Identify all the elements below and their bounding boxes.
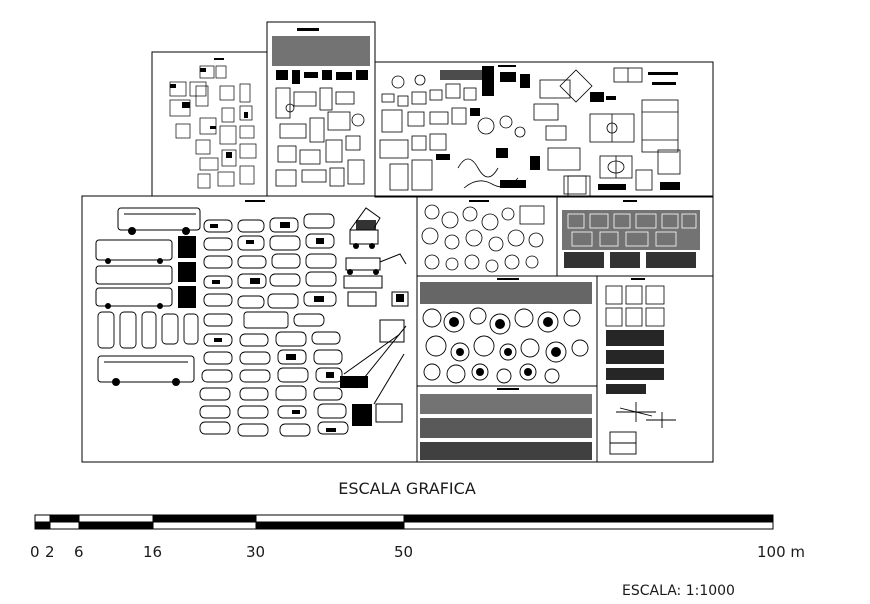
scale-segment — [152, 521, 257, 530]
cars-fill — [210, 222, 372, 432]
scale-tick-labels: 0 2 6 16 30 50 100 m — [30, 543, 805, 561]
scale-tick-label: 16 — [143, 543, 162, 561]
kitchen-units — [562, 210, 700, 268]
table-sets — [421, 204, 545, 273]
sheet-frames — [81, 21, 714, 463]
trees-dense — [420, 282, 592, 304]
scale-segment — [49, 521, 80, 530]
scale-segment — [255, 514, 405, 523]
furniture-fill — [436, 66, 540, 188]
scale-tick-label: 2 — [45, 543, 55, 561]
tree-symbols — [422, 307, 589, 384]
pickups-topview — [97, 311, 199, 349]
machine-fill — [347, 220, 404, 302]
furniture-top-outlines — [275, 87, 365, 187]
frame-houses — [151, 51, 268, 197]
scale-title: ESCALA GRAFICA — [338, 479, 476, 498]
people-silhouettes — [420, 394, 592, 460]
scale-tick-label: 50 — [394, 543, 413, 561]
scale-segment — [255, 521, 405, 530]
scale-segment — [78, 514, 154, 523]
construction-machines — [343, 207, 409, 423]
scale-tick-label: 30 — [246, 543, 265, 561]
scale-tick-label: 6 — [74, 543, 84, 561]
frame-doors-windows — [596, 275, 714, 463]
cars-grid — [199, 213, 349, 437]
window-fill — [606, 330, 664, 394]
scale-tick-label: 0 — [30, 543, 40, 561]
scale-bar — [34, 514, 774, 530]
scale-ratio-note: ESCALA: 1:1000 — [622, 583, 735, 599]
scale-segment — [34, 521, 51, 530]
scale-tick-label: 100 m — [757, 543, 805, 561]
kitchen-outlines — [567, 213, 697, 247]
window-elevations — [605, 285, 665, 327]
tree-fill — [449, 317, 561, 376]
scale-segment — [78, 521, 154, 530]
scale-segment — [34, 514, 51, 523]
scale-segment — [403, 514, 774, 523]
bus-wheels — [105, 227, 196, 386]
scale-segment — [403, 521, 774, 530]
furniture-icons — [379, 74, 587, 195]
frame-furniture-sports — [374, 61, 714, 198]
sports-fields — [559, 67, 681, 197]
scale-segment — [152, 514, 257, 523]
house-plans-fill — [170, 68, 248, 158]
sports-fill — [590, 72, 680, 190]
scale-segment — [49, 514, 80, 523]
title-bars — [214, 28, 645, 390]
aircraft-symbols — [609, 402, 676, 455]
furniture-top-dense — [272, 36, 370, 84]
buses — [95, 207, 201, 383]
